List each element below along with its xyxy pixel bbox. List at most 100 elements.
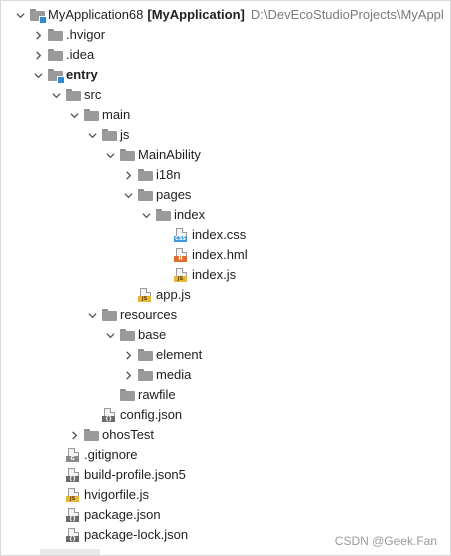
html-file-icon: H <box>174 248 189 262</box>
tree-row-index-js[interactable]: JS index.js <box>0 265 451 285</box>
tree-item-label: package.json <box>84 507 161 522</box>
css-file-icon: CSS <box>174 228 189 242</box>
chevron-right-icon[interactable] <box>31 25 45 45</box>
chevron-down-icon[interactable] <box>85 305 99 325</box>
tree-row-entry[interactable]: entry <box>0 65 451 85</box>
folder-icon <box>138 368 153 382</box>
folder-shape <box>138 369 153 381</box>
chevron-down-icon[interactable] <box>31 65 45 85</box>
tree-row-rawfile[interactable]: rawfile <box>0 385 451 405</box>
file-type-badge: {} <box>66 516 79 522</box>
file-type-badge: JS <box>66 496 79 502</box>
folder-shape <box>156 209 171 221</box>
file-type-badge: G <box>66 456 79 462</box>
tree-item-label: hvigorfile.js <box>84 487 150 502</box>
tree-item-label: main <box>102 107 131 122</box>
tree-item-label: js <box>120 127 130 142</box>
watermark: CSDN @Geek.Fan <box>334 534 437 548</box>
tree-item-label: i18n <box>156 167 181 182</box>
json-file-icon: {} <box>102 408 117 422</box>
tree-row-src[interactable]: src <box>0 85 451 105</box>
tree-item-label: resources <box>120 307 178 322</box>
folder-shape <box>138 189 153 201</box>
tree-item-label: index <box>174 207 206 222</box>
tree-row-package-lock-json[interactable]: {} package-lock.json <box>0 525 451 545</box>
tree-row-hvigor[interactable]: .hvigor <box>0 25 451 45</box>
tree-row-js[interactable]: js <box>0 125 451 145</box>
tree-item-label: base <box>138 327 167 342</box>
tree-row-media[interactable]: media <box>0 365 451 385</box>
tree-row-app-js[interactable]: JS app.js <box>0 285 451 305</box>
tree-row-mainability[interactable]: MainAbility <box>0 145 451 165</box>
tree-item-label: .gitignore <box>84 447 138 462</box>
module-folder-icon <box>48 68 65 84</box>
tree-item-label: app.js <box>156 287 191 302</box>
folder-shape <box>120 329 135 341</box>
tree-row-hvigorfile-js[interactable]: JS hvigorfile.js <box>0 485 451 505</box>
chevron-down-icon[interactable] <box>13 5 27 25</box>
tree-row-idea[interactable]: .idea <box>0 45 451 65</box>
folder-shape <box>30 9 45 21</box>
tree-item-label: .hvigor <box>66 27 106 42</box>
tree-item-label: pages <box>156 187 192 202</box>
tree-row-config-json[interactable]: {}config.json <box>0 405 451 425</box>
chevron-down-icon[interactable] <box>67 105 81 125</box>
tree-item-label: build-profile.json5 <box>84 467 186 482</box>
file-type-badge: CSS <box>174 236 187 242</box>
file-type-badge: JS <box>138 296 151 302</box>
project-path: D:\DevEcoStudioProjects\MyAppl <box>250 7 444 22</box>
tree-item-label: entry <box>66 67 98 82</box>
folder-icon <box>156 208 171 222</box>
tree-item-label: .idea <box>66 47 95 62</box>
tree-row-myapplication68[interactable]: MyApplication68[MyApplication]D:\DevEcoS… <box>0 5 451 25</box>
file-type-badge: JS <box>174 276 187 282</box>
tree-row-ohostest[interactable]: ohosTest <box>0 425 451 445</box>
file-type-badge: {} <box>66 536 79 542</box>
tree-row-index[interactable]: index <box>0 205 451 225</box>
tree-row-gitignore[interactable]: G .gitignore <box>0 445 451 465</box>
chevron-right-icon[interactable] <box>121 365 135 385</box>
folder-icon <box>84 108 99 122</box>
chevron-down-icon[interactable] <box>103 145 117 165</box>
tree-item-label: index.hml <box>192 247 248 262</box>
tree-item-label: package-lock.json <box>84 527 189 542</box>
chevron-right-icon[interactable] <box>31 45 45 65</box>
tree-row-build-profile-json5[interactable]: {} build-profile.json5 <box>0 465 451 485</box>
js-file-icon: JS <box>138 288 153 302</box>
chevron-down-icon[interactable] <box>85 125 99 145</box>
tree-item-label: element <box>156 347 203 362</box>
chevron-right-icon[interactable] <box>121 345 135 365</box>
tree-row-resources[interactable]: resources <box>0 305 451 325</box>
tree-item-label: config.json <box>120 407 183 422</box>
tree-row-pages[interactable]: pages <box>0 185 451 205</box>
chevron-down-icon[interactable] <box>49 85 63 105</box>
chevron-down-icon[interactable] <box>121 185 135 205</box>
chevron-down-icon[interactable] <box>103 325 117 345</box>
tree-item-label: index.css <box>192 227 247 242</box>
module-name: [MyApplication] <box>147 7 245 22</box>
folder-icon <box>138 348 153 362</box>
folder-icon <box>84 428 99 442</box>
file-type-badge: {} <box>66 476 79 482</box>
tree-row-index-css[interactable]: CSS index.css <box>0 225 451 245</box>
folder-icon <box>120 148 135 162</box>
js-file-icon: JS <box>66 488 81 502</box>
partially-visible-row <box>40 549 100 555</box>
tree-item-label: index.js <box>192 267 237 282</box>
tree-item-label: rawfile <box>138 387 176 402</box>
project-folder-icon <box>30 8 47 24</box>
folder-shape <box>102 309 117 321</box>
chevron-right-icon[interactable] <box>67 425 81 445</box>
tree-row-base[interactable]: base <box>0 325 451 345</box>
tree-row-i18n[interactable]: i18n <box>0 165 451 185</box>
module-marker-icon <box>39 16 47 24</box>
tree-row-element[interactable]: element <box>0 345 451 365</box>
folder-shape <box>138 349 153 361</box>
tree-row-main[interactable]: main <box>0 105 451 125</box>
chevron-down-icon[interactable] <box>139 205 153 225</box>
file-type-badge: H <box>174 256 187 262</box>
tree-row-package-json[interactable]: {} package.json <box>0 505 451 525</box>
json-file-icon: {} <box>66 508 81 522</box>
chevron-right-icon[interactable] <box>121 165 135 185</box>
